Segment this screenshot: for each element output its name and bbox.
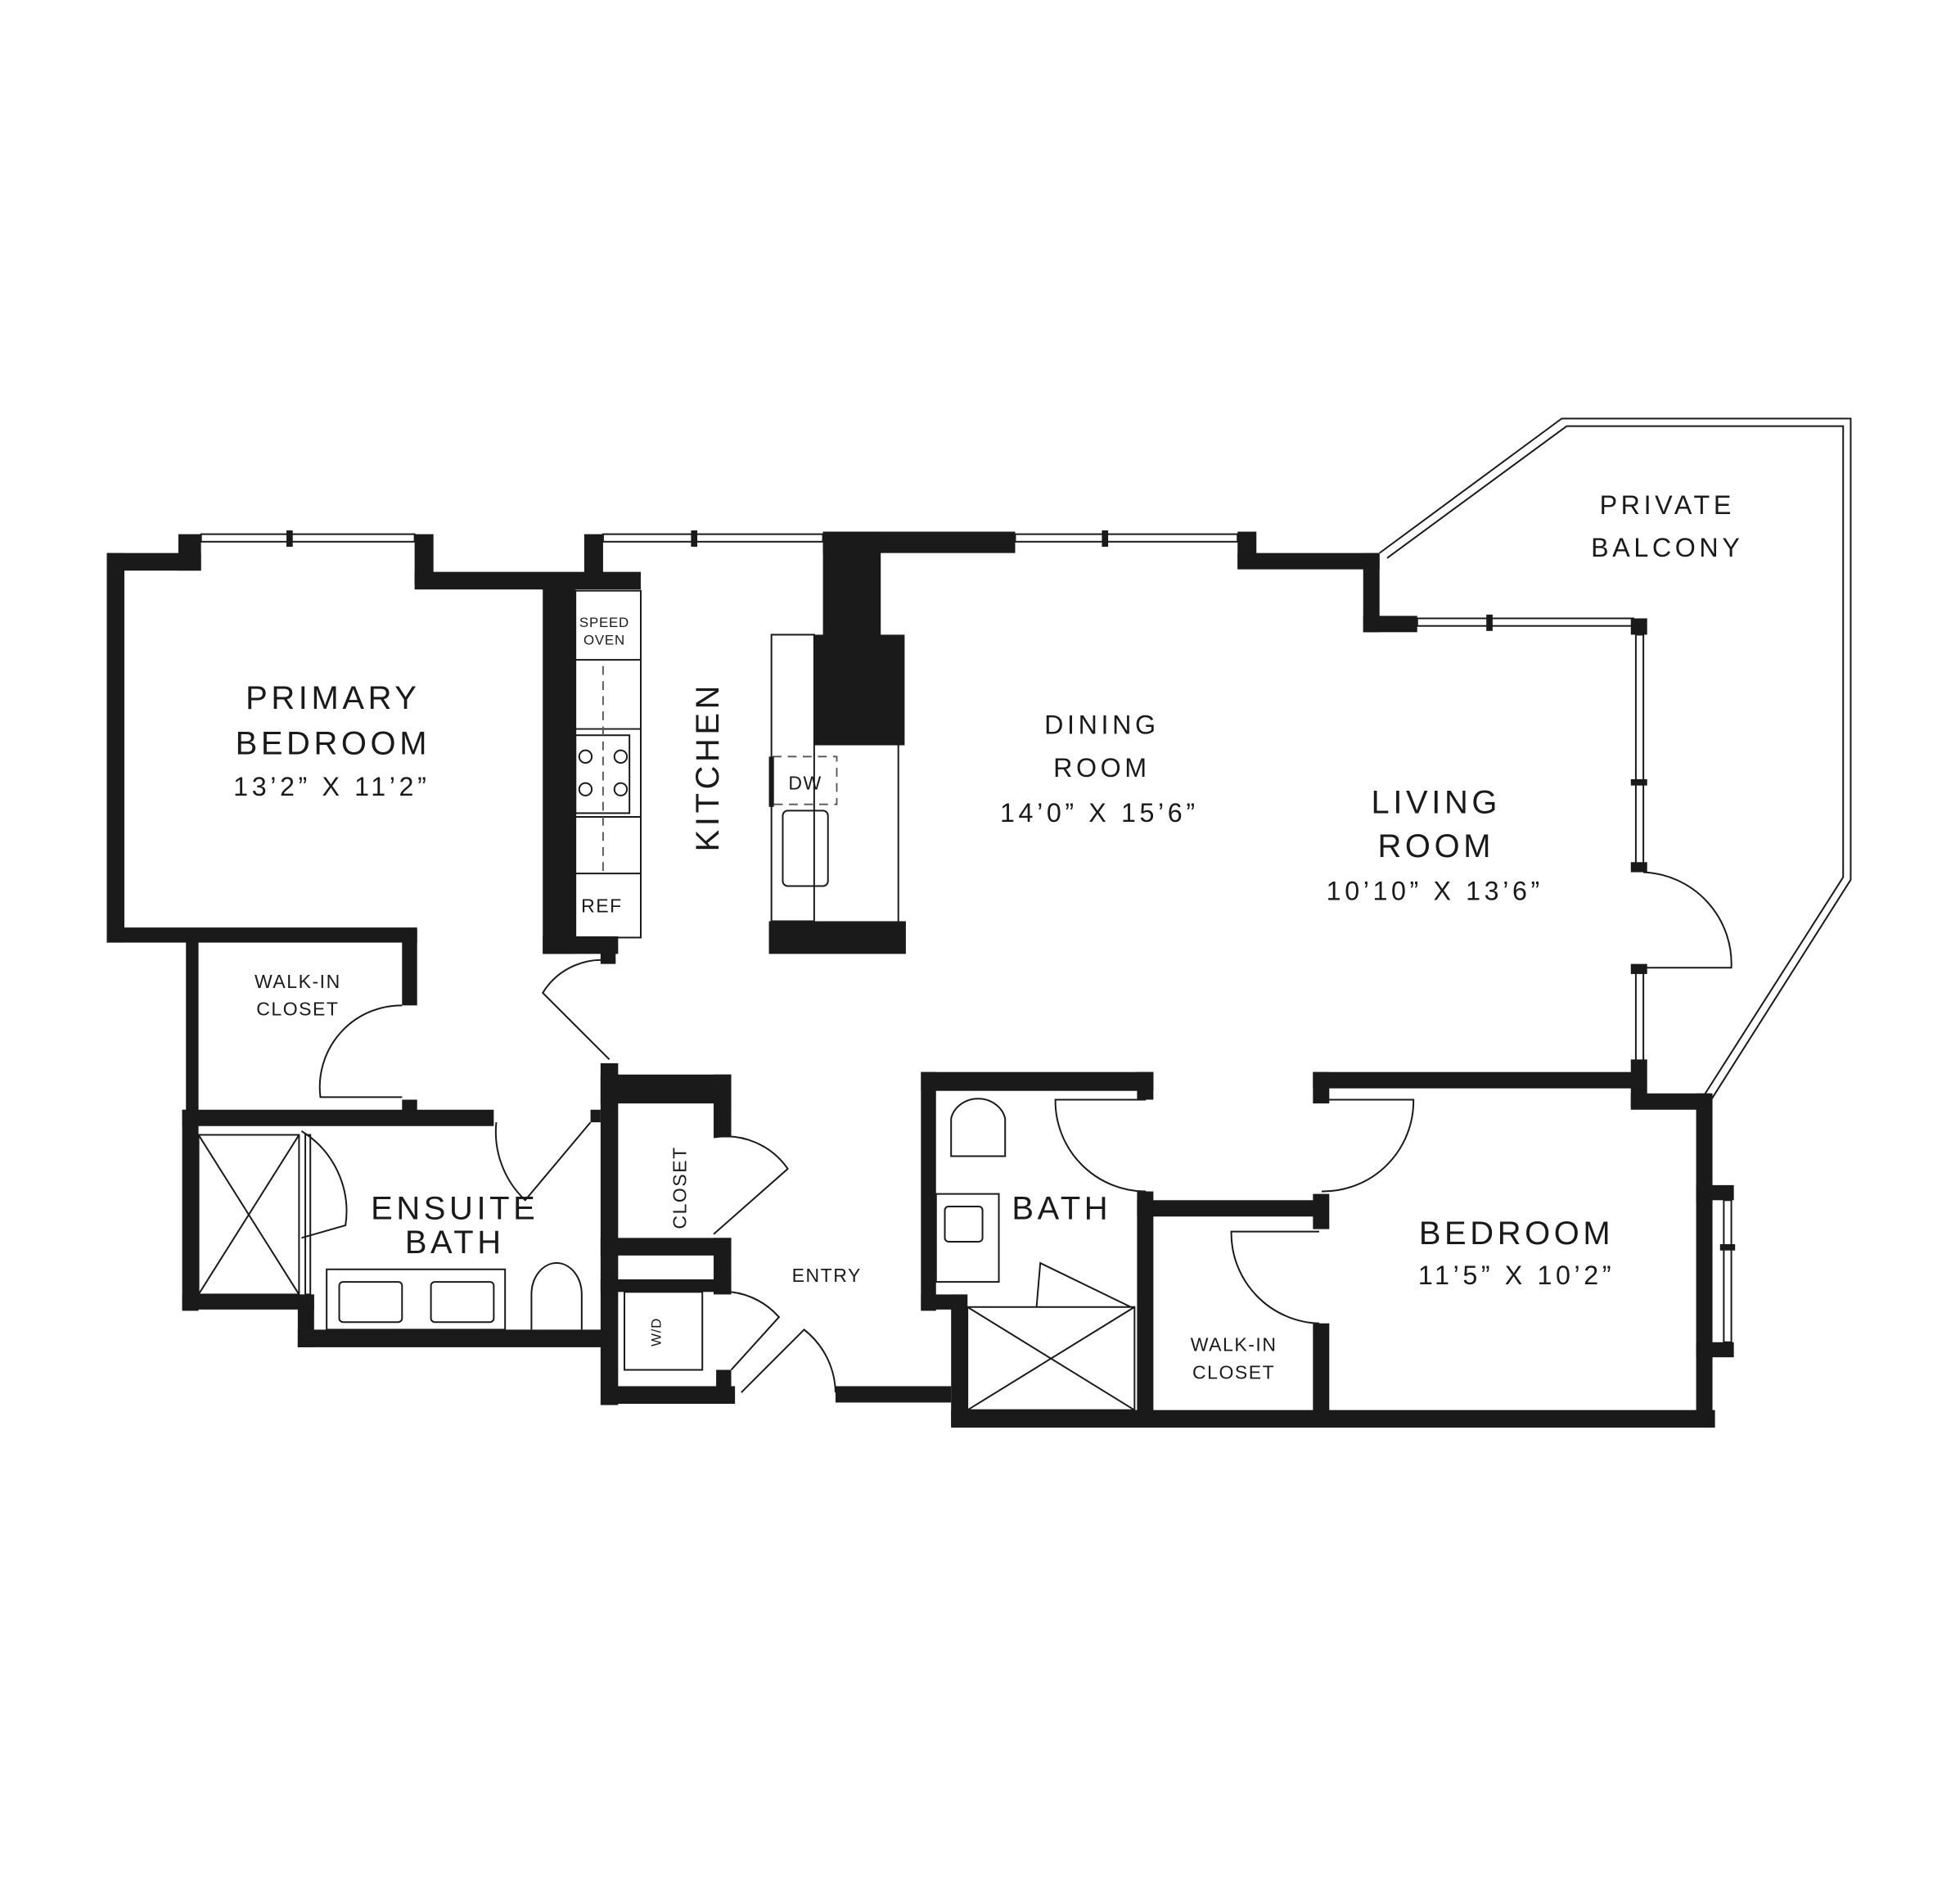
entry-label: ENTRY — [792, 1265, 862, 1286]
bedroom-size: 11’5” X 10’2” — [1418, 1261, 1615, 1290]
kitchen-label: KITCHEN — [690, 682, 726, 851]
living-room-label: LIVING — [1372, 784, 1501, 820]
doors — [300, 871, 1732, 1393]
dining-room-label: DINING — [1044, 710, 1159, 740]
dishwasher-label: DW — [788, 772, 822, 793]
walk-in-closet-2-label-2: CLOSET — [1192, 1361, 1275, 1383]
speed-oven-label: SPEED — [579, 615, 629, 630]
bedroom-label: BEDROOM — [1419, 1216, 1614, 1252]
refrigerator-label: REF — [581, 895, 623, 917]
living-room-label-2: ROOM — [1378, 828, 1495, 864]
dining-room-size: 14’0” X 15’6” — [1000, 798, 1199, 828]
primary-bedroom-size: 13’2” X 11’2” — [233, 772, 430, 801]
ensuite-bath-label-2: BATH — [405, 1225, 505, 1261]
walk-in-closet-2-label: WALK-IN — [1191, 1334, 1277, 1355]
washer-dryer-label: W/D — [649, 1318, 665, 1346]
dining-room-label-2: ROOM — [1053, 753, 1151, 783]
primary-bedroom-label: PRIMARY — [246, 680, 420, 716]
primary-bedroom-label-2: BEDROOM — [236, 725, 430, 761]
balcony-outline — [1379, 417, 1852, 1100]
bath-label: BATH — [1012, 1190, 1111, 1226]
ensuite-bath-label: ENSUITE — [371, 1190, 538, 1226]
balcony-label-2: BALCONY — [1591, 533, 1743, 562]
walk-in-closet-label-2: CLOSET — [256, 999, 339, 1020]
walls — [106, 531, 1734, 1428]
room-labels: PRIVATE BALCONY PRIMARY BEDROOM 13’2” X … — [233, 490, 1743, 1383]
closet-label: CLOSET — [669, 1146, 690, 1229]
walk-in-closet-label: WALK-IN — [255, 971, 341, 992]
balcony-label: PRIVATE — [1600, 490, 1735, 520]
fixtures — [197, 589, 1136, 1411]
living-room-size: 10’10” X 13’6” — [1327, 876, 1543, 905]
speed-oven-label-2: OVEN — [583, 633, 625, 648]
